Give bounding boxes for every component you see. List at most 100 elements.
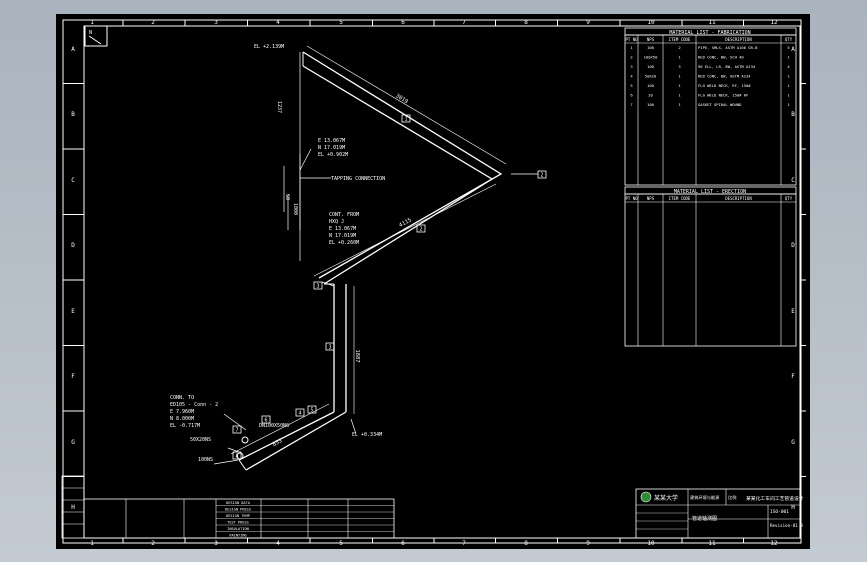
row-label-left: H [71,504,75,511]
side-stamp-box [61,475,85,539]
erection-list-header: QTY [785,196,793,201]
column-label-bottom: 8 [524,540,528,547]
junction-marker: 3 [316,284,319,290]
dimension-line-low [230,403,330,455]
fab-list-cell: 5 [787,45,789,50]
connection-to-line: EL -0.717M [170,423,200,429]
segment-top-tag-box [401,114,411,123]
row-label-left: A [71,46,75,53]
conn-leader-b [227,447,240,453]
vertical-dimension-c: 50 [284,194,290,200]
bottom-marker-b: 5 [310,408,313,414]
fab-list-header: DESCRIPTION [725,37,752,42]
drawing-number: ISO-001 [770,509,789,515]
vertical-dimension-b: 1000 [292,203,298,215]
segment-vertical-tag: 3 [328,345,331,351]
pipe-end-bottom [238,459,247,471]
outer-border [62,19,802,544]
erection-list-header: PT NO [625,196,638,201]
erection-list-table [624,193,797,347]
fab-list-cell: 1 [678,74,681,79]
low-marker-a: 7 [235,428,238,434]
fab-list-cell: 100 [647,102,655,107]
pipe-run-upper-outer [302,51,503,279]
column-label-bottom: 3 [214,540,218,547]
north-arrow-box [84,25,108,47]
column-label-top: 8 [524,19,528,26]
right-end-marker: 2 [540,173,543,179]
fab-list-cell: 1 [678,102,681,107]
column-label-top: 4 [276,19,280,26]
continuation-from-line: E 13.067M [329,226,356,232]
bottom-elevation-label: EL +0.334M [352,432,382,438]
size-label-c: 100NS [198,457,213,463]
scale-label: 比例 [728,494,736,501]
fab-list-cell: 100X50 [644,55,658,60]
column-label-bottom: 7 [462,540,466,547]
fab-list-header: ITEM CODE [669,37,691,42]
design-data-line: INSULATION [227,527,249,531]
pipe-run-lower-inner [245,411,347,471]
low-marker-a-box [232,425,242,434]
row-label-right: C [791,177,795,184]
junction-leader [321,281,335,287]
segment-vertical-dimension: 1887 [354,349,360,362]
segment-top-tag: 1 [404,117,407,123]
tapping-coordinate-line: EL +0.902M [318,152,348,158]
row-label-left: F [71,373,75,380]
fab-list-cell: GASKET SPIRAL WOUND [698,102,742,107]
column-label-top: 1 [90,19,94,26]
north-arrow-line [88,35,102,45]
fab-list-cell: 50X20 [645,74,657,79]
right-end-marker-box [537,170,547,179]
fab-list-cell: 4 [630,74,633,79]
column-label-top: 6 [401,19,405,26]
pipe-run-upper-inner [302,65,494,285]
tapping-coordinate-line: E 13.067M [318,138,345,144]
fab-list-header: QTY [785,37,793,42]
fab-list-cell: 100 [647,64,655,69]
fab-list-cell: 4 [787,64,790,69]
north-marker-text: N [89,30,92,36]
fab-list-cell: 1 [678,55,681,60]
title-block [635,488,802,539]
design-data-line: DESIGN DATA [226,501,251,505]
connection-to-line: ED105 - Conn - 2 [170,402,218,408]
tap-coord-leader [299,148,312,171]
junction-marker-box [313,281,323,290]
erection-list-header: DESCRIPTION [725,196,752,201]
low-marker-b-box [232,451,242,460]
inner-border [83,25,801,539]
bottom-marker-a: 4 [298,411,301,417]
fab-list-cell: 1 [787,102,790,107]
fab-list-cell: 1 [787,55,790,60]
erection-list-header: NPS [647,196,655,201]
connection-to-line: E 7.960M [170,409,194,415]
column-label-bottom: 1 [90,540,94,547]
row-label-left: G [71,439,75,446]
row-label-right: G [791,439,795,446]
fab-list-cell: RED CONC, BW, SCH 40 [698,55,744,60]
fab-list-cell: 6 [630,93,633,98]
fab-list-cell: 90 ELL, LR, BW, ASTM A234 [698,64,756,69]
column-label-top: 10 [647,19,655,26]
column-label-bottom: 5 [339,540,343,547]
project-name: 某某化工车间工艺管道设计 [746,495,804,502]
fab-list-cell: 2 [678,45,680,50]
row-label-right: A [791,46,795,53]
segment-vertical-tag-box [325,342,335,351]
erection-list-title: MATERIAL LIST - ERECTION [674,189,746,195]
design-data-line: DESIGN PRESS [225,508,251,512]
segment-mid-tag-box [416,224,426,233]
column-label-top: 9 [586,19,590,26]
fab-list-cell: FLG WELD NECK, 150# RF [698,93,749,98]
conn-leader-a [223,413,247,431]
dimension-line-top [306,45,507,165]
fab-list-cell: 2 [630,55,632,60]
row-label-right: D [791,242,795,249]
segment-mid-tag: 2 [419,227,422,233]
fab-list-cell: 1 [787,83,790,88]
fab-list-cell: 20 [648,93,653,98]
